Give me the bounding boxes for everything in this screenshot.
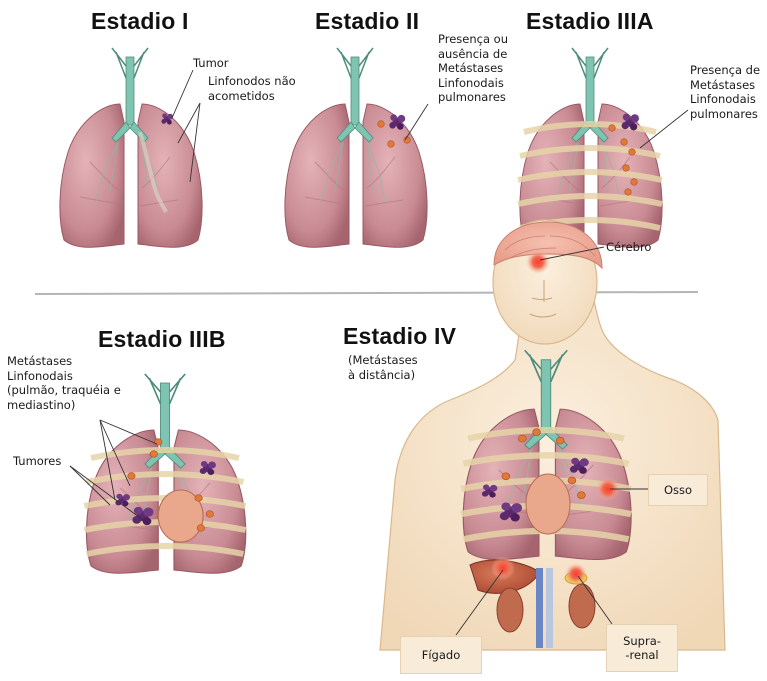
stage-2-node-label: Presença ou ausência de Metástases Linfo…	[438, 32, 508, 105]
stage-2-title: Estadio II	[315, 8, 419, 35]
adrenal-callout: Supra- -renal	[606, 624, 678, 672]
stage-4-title: Estadio IV	[343, 323, 456, 350]
section-divider	[35, 292, 698, 294]
tumor-label: Tumor	[193, 56, 229, 71]
stage-1-title: Estadio I	[91, 8, 189, 35]
stage-3b-tumors-label: Tumores	[13, 454, 61, 469]
stage-1-lungs	[60, 48, 202, 247]
stage-2-leader-line	[405, 104, 428, 140]
brain-label: Cérebro	[606, 240, 651, 255]
unaffected-nodes-label: Linfonodos não acometidos	[208, 74, 296, 103]
nodes-leader-line	[178, 103, 200, 143]
stage-3a-node-label: Presença de Metástases Linfonodais pulmo…	[690, 63, 760, 121]
stage-2-lungs	[285, 48, 427, 247]
stage-3b-metastasis-label: Metástases Linfonodais (pulmão, traquéia…	[7, 354, 121, 412]
liver-metastasis-marker	[491, 556, 515, 580]
bone-callout: Osso	[648, 474, 708, 506]
stage-3a-title: Estadio IIIA	[526, 8, 654, 35]
liver-callout: Fígado	[400, 636, 482, 674]
brain-metastasis-marker	[526, 250, 550, 274]
adrenal-metastasis-marker	[565, 563, 587, 585]
tumor-leader-line	[172, 70, 193, 118]
stage-4-subtitle: (Metástases à distância)	[348, 353, 418, 382]
stage-3b-title: Estadio IIIB	[98, 326, 226, 353]
